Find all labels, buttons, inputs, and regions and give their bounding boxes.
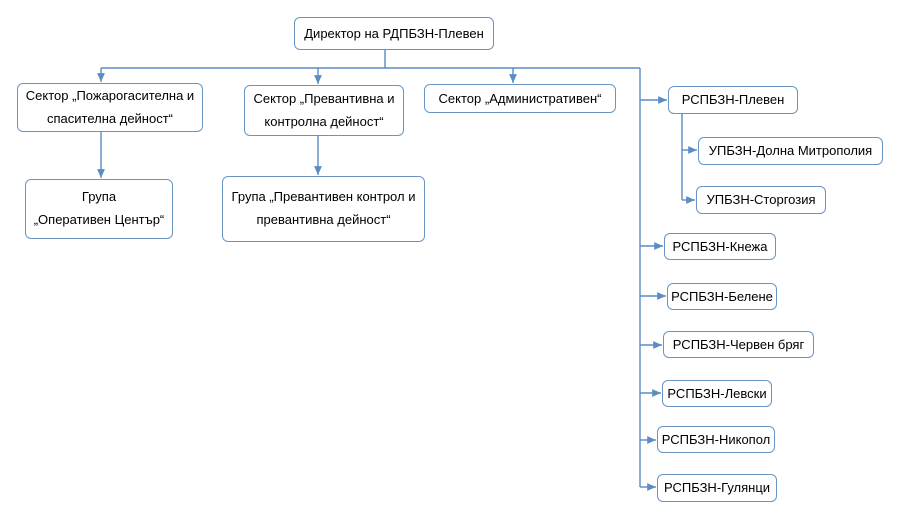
sector-prevention-box: Сектор „Превантивна и контролна дейност“ <box>244 85 404 136</box>
upbzn-storgozia-label: УПБЗН-Сторгозия <box>706 192 816 208</box>
rspbzn-levski-label: РСПБЗН-Левски <box>667 385 767 401</box>
sector-prevention-line-1: Сектор „Превантивна и <box>253 90 395 106</box>
sector-administrative-box: Сектор „Административен“ <box>424 84 616 113</box>
rspbzn-nikopol-label: РСПБЗН-Никопол <box>661 431 771 447</box>
upbzn-dolna-mitropolia-label: УПБЗН-Долна Митрополия <box>708 143 873 159</box>
rspbzn-belene-label: РСПБЗН-Белене <box>671 288 773 304</box>
rspbzn-cherven-bryag-box: РСПБЗН-Червен бряг <box>663 331 814 358</box>
sector-fire-rescue-line-2: спасителна дейност“ <box>46 110 173 126</box>
rspbzn-gulyantsi-label: РСПБЗН-Гулянци <box>663 480 771 496</box>
rspbzn-pleven-label: РСПБЗН-Плевен <box>681 92 785 108</box>
rspbzn-gulyantsi-box: РСПБЗН-Гулянци <box>657 474 777 502</box>
sector-fire-rescue-box: Сектор „Пожарогасителна и спасителна дей… <box>17 83 203 132</box>
rspbzn-pleven-box: РСПБЗН-Плевен <box>668 86 798 114</box>
group-prevention-control-box: Група „Превантивен контрол и превантивна… <box>222 176 425 242</box>
rspbzn-knezha-box: РСПБЗН-Кнежа <box>664 233 776 260</box>
director-label: Директор на РДПБЗН-Плевен <box>304 25 484 41</box>
group-operative-center-line-2: „Оперативен Център“ <box>33 212 165 227</box>
rspbzn-levski-box: РСПБЗН-Левски <box>662 380 772 407</box>
rspbzn-belene-box: РСПБЗН-Белене <box>667 283 777 310</box>
group-operative-center-box: Група „Оперативен Център“ <box>25 179 173 239</box>
sector-administrative-label: Сектор „Административен“ <box>438 90 602 106</box>
upbzn-dolna-mitropolia-box: УПБЗН-Долна Митрополия <box>698 137 883 165</box>
group-operative-center-line-1: Група <box>81 189 117 205</box>
sector-fire-rescue-line-1: Сектор „Пожарогасителна и <box>25 87 195 103</box>
group-prevention-control-line-2: превантивна дейност“ <box>256 212 391 227</box>
upbzn-storgozia-box: УПБЗН-Сторгозия <box>696 186 826 214</box>
director-box: Директор на РДПБЗН-Плевен <box>294 17 494 50</box>
rspbzn-knezha-label: РСПБЗН-Кнежа <box>672 238 768 254</box>
rspbzn-cherven-bryag-label: РСПБЗН-Червен бряг <box>672 336 805 352</box>
sector-prevention-line-2: контролна дейност“ <box>264 113 384 129</box>
group-prevention-control-line-1: Група „Превантивен контрол и <box>231 189 416 205</box>
rspbzn-nikopol-box: РСПБЗН-Никопол <box>657 426 775 453</box>
